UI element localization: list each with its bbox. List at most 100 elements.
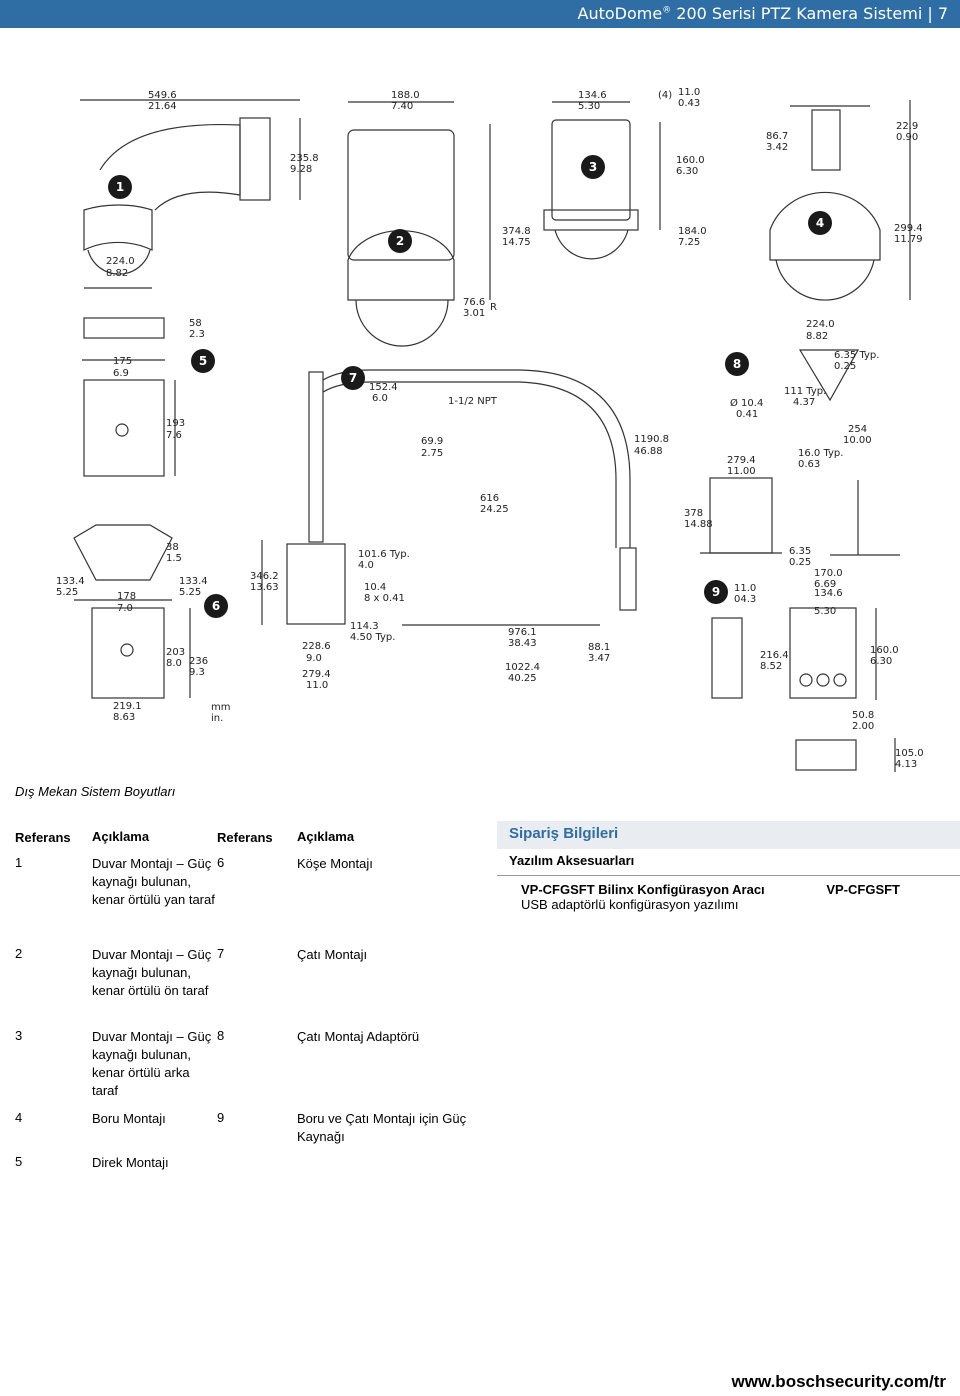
badge-6: 6 xyxy=(204,594,228,618)
table-row: 1 Duvar Montajı – Güç kaynağı bulunan, k… xyxy=(15,855,477,909)
dim-label: 4.37 xyxy=(793,397,815,408)
dim-label: 6.9 xyxy=(113,368,129,379)
dim-label: 1190.8 xyxy=(634,434,669,445)
dim-label: 5.30 xyxy=(814,606,836,617)
dim-label: 2.00 xyxy=(852,721,874,732)
ref-number: 1 xyxy=(15,855,23,870)
dim-label: 11.0 xyxy=(306,680,328,691)
table-row: 3 Duvar Montajı – Güç kaynağı bulunan, k… xyxy=(15,1028,477,1100)
dim-label: 1-1/2 NPT xyxy=(448,396,498,407)
dim-label: 11.0 xyxy=(678,87,700,98)
page-title: AutoDome® 200 Serisi PTZ Kamera Sistemi … xyxy=(577,4,949,23)
dim-label: 236 xyxy=(189,656,208,667)
dim-label: 13.63 xyxy=(250,582,279,593)
badge-5: 5 xyxy=(191,349,215,373)
dim-label: 88.1 xyxy=(588,642,610,653)
svg-text:4: 4 xyxy=(816,216,824,230)
dim-label: 5.25 xyxy=(179,587,201,598)
dim-label: 160.0 xyxy=(676,155,705,166)
dimension-drawings: 1 2 3 4 5 6 7 8 9 549.6 21.64 188.0 7.40… xyxy=(0,60,960,780)
ref-description: Çatı Montaj Adaptörü xyxy=(297,1029,420,1044)
table-row: 2 Duvar Montajı – Güç kaynağı bulunan, k… xyxy=(15,946,477,1000)
dim-label: 111 Typ. xyxy=(784,386,826,397)
ref-number: 7 xyxy=(217,946,225,961)
dim-label: R xyxy=(490,302,497,313)
ref-description: Duvar Montajı – Güç kaynağı bulunan, ken… xyxy=(92,947,212,998)
dim-label: 178 xyxy=(117,591,136,602)
dim-label: 346.2 xyxy=(250,571,279,582)
dim-label: 8.63 xyxy=(113,712,135,723)
dim-label: 2.75 xyxy=(421,448,443,459)
svg-text:1: 1 xyxy=(116,180,124,194)
svg-text:7: 7 xyxy=(349,371,357,385)
dim-label: 8.0 xyxy=(166,658,182,669)
dim-label: 6.30 xyxy=(870,656,892,667)
dim-label: 50.8 xyxy=(852,710,874,721)
dim-label: 616 xyxy=(480,493,499,504)
order-subheading: Yazılım Aksesuarları xyxy=(497,849,960,876)
ref-number: 3 xyxy=(15,1028,23,1043)
dim-label: 170.0 xyxy=(814,568,843,579)
ref-number: 8 xyxy=(217,1028,225,1043)
dim-label: 76.6 xyxy=(463,297,485,308)
dim-label: 6.30 xyxy=(676,166,698,177)
dim-label: 114.3 xyxy=(350,621,379,632)
dim-label: 160.0 xyxy=(870,645,899,656)
dim-label: 203 xyxy=(166,647,185,658)
dim-label: 58 xyxy=(189,318,202,329)
dim-label: 5.25 xyxy=(56,587,78,598)
ref-description: Duvar Montajı – Güç kaynağı bulunan, ken… xyxy=(92,856,215,907)
ref-description: Boru ve Çatı Montajı için Güç Kaynağı xyxy=(297,1111,467,1144)
footer-url[interactable]: www.boschsecurity.com/tr xyxy=(731,1372,946,1391)
dim-label: 6.69 xyxy=(814,579,836,590)
dim-label: 101.6 Typ. xyxy=(358,549,410,560)
badge-2: 2 xyxy=(388,229,412,253)
dim-label: 3.01 xyxy=(463,308,485,319)
dim-label: 9.0 xyxy=(306,653,322,664)
dim-label: 5.30 xyxy=(578,101,600,112)
product-name: VP-CFGSFT Bilinx Konfigürasyon Aracı xyxy=(521,882,765,897)
dim-label: 549.6 xyxy=(148,90,177,101)
header-bar: AutoDome® 200 Serisi PTZ Kamera Sistemi … xyxy=(0,0,960,28)
ref-number: 4 xyxy=(15,1110,23,1125)
svg-text:8: 8 xyxy=(733,357,741,371)
dim-label: 7.40 xyxy=(391,101,413,112)
dim-label: 04.3 xyxy=(734,594,756,605)
dim-label: 1.5 xyxy=(166,553,182,564)
reference-table: Referans Açıklama Referans Açıklama 1 Du… xyxy=(15,826,485,1170)
svg-text:6: 6 xyxy=(212,599,220,613)
dim-label: 7.25 xyxy=(678,237,700,248)
dim-label: 4.13 xyxy=(895,759,917,770)
ref-number: 6 xyxy=(217,855,225,870)
ref-number: 5 xyxy=(15,1154,23,1169)
dim-label: 1022.4 xyxy=(505,662,540,673)
dim-label: 0.63 xyxy=(798,459,820,470)
dim-label: 0.25 xyxy=(789,557,811,568)
ref-description: Çatı Montajı xyxy=(297,947,368,962)
dim-label: 6.0 xyxy=(372,393,388,404)
dim-label: 3.47 xyxy=(588,653,610,664)
dim-label: 133.4 xyxy=(179,576,208,587)
header-desc-1: Açıklama xyxy=(92,829,150,844)
header-ref-2: Referans xyxy=(217,829,273,845)
svg-text:5: 5 xyxy=(199,354,207,368)
dim-label: 2.3 xyxy=(189,329,205,340)
dim-label: 184.0 xyxy=(678,226,707,237)
dim-label: in. xyxy=(211,713,223,724)
table-header: Referans Açıklama Referans Açıklama xyxy=(15,826,485,848)
dim-label: 279.4 xyxy=(302,669,331,680)
dim-label: 219.1 xyxy=(113,701,142,712)
dim-label: 3.42 xyxy=(766,142,788,153)
dim-label: 4.0 xyxy=(358,560,374,571)
dim-label: 216.4 xyxy=(760,650,789,661)
dim-label: 9.3 xyxy=(189,667,205,678)
dim-label: 6.35 xyxy=(789,546,811,557)
badge-3: 3 xyxy=(581,155,605,179)
svg-text:9: 9 xyxy=(712,585,720,599)
ref-description: Direk Montajı xyxy=(92,1155,169,1170)
dim-label: 10.4 xyxy=(364,582,386,593)
dim-label: 134.6 xyxy=(578,90,607,101)
dim-label: (4) xyxy=(658,90,672,101)
order-info-panel: Sipariş Bilgileri Yazılım Aksesuarları V… xyxy=(497,821,960,912)
dim-label: 224.0 xyxy=(806,319,835,330)
